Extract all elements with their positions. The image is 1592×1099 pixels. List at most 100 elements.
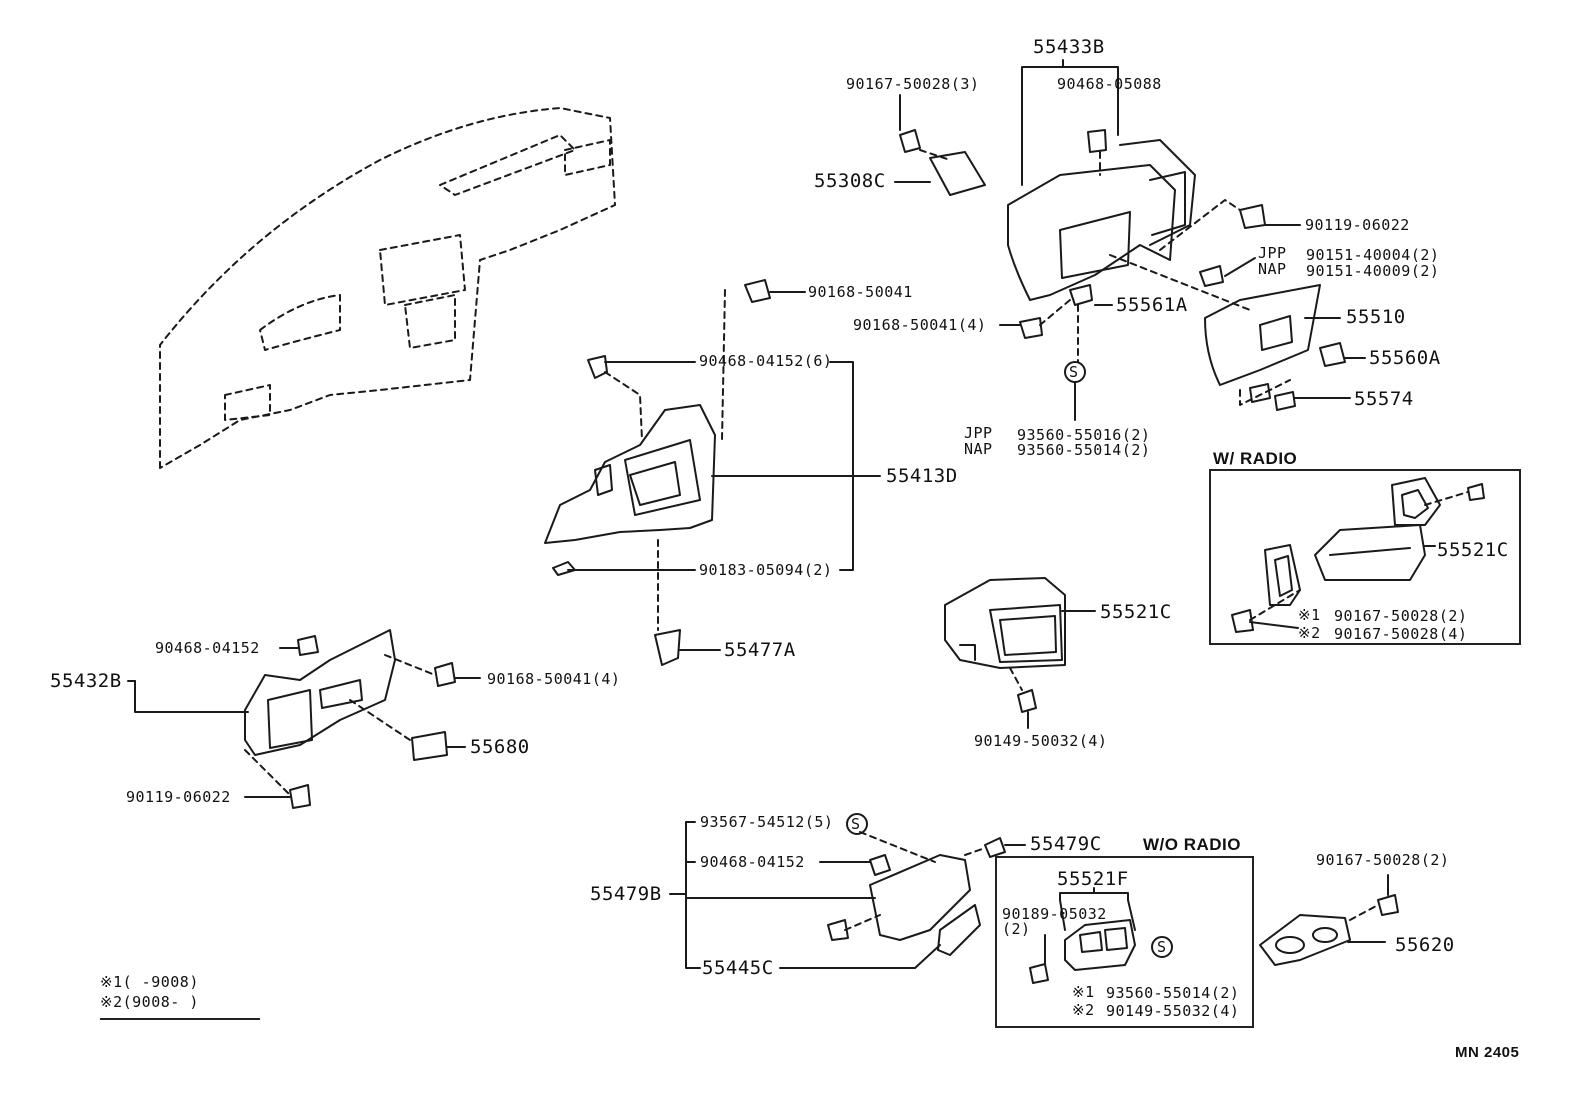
clip-90468-04152-left: [297, 635, 319, 656]
part-label-55479b: 55479B: [590, 883, 662, 905]
mark1-wo-radio: ※1: [1072, 983, 1095, 1001]
legend-line-1: ※1( -9008): [100, 973, 199, 991]
screw-55479b: [827, 919, 849, 941]
screw-90167-50028: [899, 129, 921, 153]
hinge-55560a: [1319, 342, 1346, 367]
part-label-90168-50041-4-left: 90168-50041(4): [487, 670, 621, 688]
part-label-55433b: 55433B: [1033, 36, 1105, 58]
clip-90468-04152-bottom: [869, 854, 891, 876]
part-label-90468-05088: 90468-05088: [1057, 75, 1162, 93]
screw-90119-06022-left: [289, 784, 311, 809]
spring-55561a: [1069, 284, 1093, 306]
legend-underline: [100, 1018, 260, 1020]
screw-90167-50028-radio: [1231, 609, 1254, 633]
without-radio-heading: W/O RADIO: [1143, 835, 1241, 854]
part-label-55521c-mid: 55521C: [1100, 601, 1172, 623]
part-label-93560-55016: 93560-55016(2): [1017, 426, 1151, 444]
part-label-55561a: 55561A: [1116, 294, 1188, 316]
part-label-55432b: 55432B: [50, 670, 122, 692]
instrument-panel-outline: [159, 107, 616, 469]
screw-90168-50041-center: [744, 279, 771, 303]
part-label-90119-06022-top: 90119-06022: [1305, 216, 1410, 234]
part-label-90167-50028-4-radio: 90167-50028(4): [1334, 625, 1468, 643]
part-label-55445c: 55445C: [702, 957, 774, 979]
screw-90151: [1199, 265, 1224, 287]
s-mark-label: S: [1069, 363, 1079, 381]
bracket-55432b: [244, 629, 396, 756]
with-radio-heading: W/ RADIO: [1213, 449, 1298, 468]
radio-bracket-55521c: [1264, 477, 1441, 606]
part-label-90168-50041: 90168-50041: [808, 283, 913, 301]
part-label-55308c: 55308C: [814, 170, 886, 192]
screw-90189-05032: [1029, 963, 1049, 984]
s-mark-wo-label: S: [1157, 938, 1167, 956]
bracket-55308c: [929, 151, 986, 196]
part-label-90149-55032: 90149-55032(4): [1106, 1002, 1240, 1020]
part-label-90468-04152-left: 90468-04152: [155, 639, 260, 657]
pin-55574-b: [1274, 391, 1296, 411]
part-label-55560a: 55560A: [1369, 347, 1441, 369]
market-nap: NAP: [1258, 260, 1287, 278]
part-55477a: [654, 629, 681, 666]
screw-90149-50032: [1017, 689, 1037, 713]
legend-line-2: ※2(9008- ): [100, 993, 199, 1011]
market-nap-2: NAP: [964, 440, 993, 458]
screw-90168-50041-left: [434, 662, 456, 687]
part-label-55477a: 55477A: [724, 639, 796, 661]
part-label-55574: 55574: [1354, 388, 1414, 410]
part-label-90151-40009: 90151-40009(2): [1306, 262, 1440, 280]
part-label-90119-06022-left: 90119-06022: [126, 788, 231, 806]
s-mark-93567-label: S: [851, 815, 861, 833]
bracket-55479b: [869, 854, 981, 956]
part-label-90151-40004: 90151-40004(2): [1306, 246, 1440, 264]
part-label-93560-55014: 93560-55014(2): [1017, 441, 1151, 459]
part-label-90167-50028-2-radio: 90167-50028(2): [1334, 607, 1468, 625]
part-label-55521f: 55521F: [1057, 868, 1129, 890]
mark2-wo-radio: ※2: [1072, 1001, 1095, 1019]
radio-blank-55521f: [1064, 919, 1136, 971]
without-radio-panel: [995, 856, 1254, 1028]
part-label-55479c: 55479C: [1030, 833, 1102, 855]
part-label-90167-50028-3: 90167-50028(3): [846, 75, 980, 93]
mark1-radio: ※1: [1298, 606, 1321, 624]
with-radio-panel: [1209, 469, 1521, 645]
part-label-55510: 55510: [1346, 306, 1406, 328]
s-mark-wo-radio: [1151, 936, 1173, 958]
part-label-90149-50032-4: 90149-50032(4): [974, 732, 1108, 750]
glovebox-door-55510: [1204, 284, 1321, 386]
part-label-55620: 55620: [1395, 934, 1455, 956]
mark2-radio: ※2: [1298, 624, 1321, 642]
part-label-93567-54512: 93567-54512(5): [700, 813, 834, 831]
part-label-90183-05094: 90183-05094(2): [699, 561, 833, 579]
part-label-90189-qty: (2): [1002, 920, 1031, 938]
switch-55680: [411, 731, 448, 761]
part-label-90189-05032: 90189-05032: [1002, 905, 1107, 923]
part-label-90168-50041-4-top: 90168-50041(4): [853, 316, 987, 334]
part-label-90468-04152-6: 90468-04152(6): [699, 352, 833, 370]
screw-90167-50028-55620: [1377, 894, 1399, 916]
clip-90468-05088: [1087, 129, 1107, 153]
part-label-93560-55014-wo: 93560-55014(2): [1106, 984, 1240, 1002]
cupholder-55620: [1259, 914, 1351, 966]
glovebox-55433b: [1007, 139, 1196, 301]
part-label-90167-50028-2-55620: 90167-50028(2): [1316, 851, 1450, 869]
clip-90468-04152: [587, 355, 608, 379]
cap-55479c: [984, 837, 1006, 858]
screw-radio-top: [1467, 483, 1485, 501]
pin-55574-a: [1249, 383, 1271, 403]
part-label-55680: 55680: [470, 736, 530, 758]
part-label-90468-04152-bottom: 90468-04152: [700, 853, 805, 871]
lower-panel-55413d: [544, 404, 716, 544]
drawing-code: MN 2405: [1455, 1044, 1520, 1061]
ashtray-55521c: [944, 577, 1066, 669]
s-mark-93567: [846, 813, 868, 835]
bolt-90183-05094: [552, 561, 576, 576]
part-label-55413d: 55413D: [886, 465, 958, 487]
market-jpp-2: JPP: [964, 424, 993, 442]
screw-90119-06022-top: [1239, 204, 1266, 229]
screw-90168-50041-4: [1019, 317, 1043, 339]
part-label-55521c-radio: 55521C: [1437, 539, 1509, 561]
market-jpp: JPP: [1258, 244, 1287, 262]
